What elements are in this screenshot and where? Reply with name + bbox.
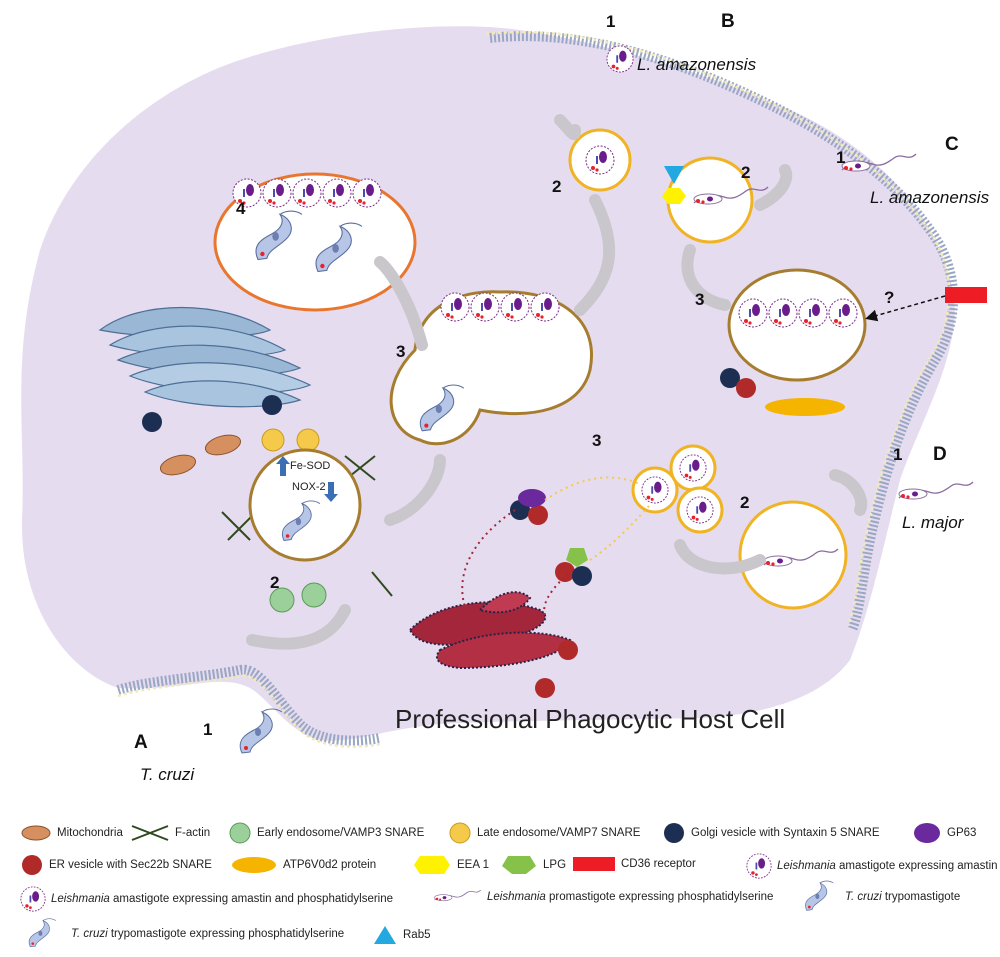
golgi-vesicle	[572, 566, 592, 586]
vacuole-a4	[213, 172, 417, 312]
legend-item-eea1: EEA 1	[412, 854, 489, 876]
trypomastigote-icon	[805, 880, 834, 911]
panel-c-label: C	[945, 134, 959, 155]
rab5-icon	[664, 166, 684, 184]
golgi-apparatus	[98, 306, 312, 408]
mitochondria	[159, 434, 242, 476]
legend-item-golgi-vesicle: Golgi vesicle with Syntaxin 5 SNARE	[662, 822, 880, 844]
er-vesicle	[736, 378, 756, 398]
legend-item-gp63: GP63	[912, 822, 976, 844]
golgi-vesicle	[262, 395, 282, 415]
legend-item-trypo: T. cruzi trypomastigote	[800, 880, 960, 914]
transport-path-2	[544, 476, 641, 501]
f-actin-icon	[131, 825, 169, 841]
question-mark: ?	[884, 288, 894, 307]
atp6v0d2-icon	[232, 857, 276, 873]
up-arrow-icon	[276, 456, 290, 476]
er-vesicle	[535, 678, 555, 698]
legend-item-amastigote-ps: Leishmania amastigote expressing amastin…	[20, 886, 393, 912]
step-c3: 3	[695, 290, 704, 309]
legend-item-atp6v0d2: ATP6V0d2 protein	[230, 856, 376, 874]
step-b2: 2	[552, 177, 561, 196]
late-endosome	[296, 428, 320, 452]
legend-item-rab5: Rab5	[372, 924, 431, 946]
early-endosome	[269, 587, 295, 613]
diagram-canvas: Fe-SOD NOX-2 ?	[21, 11, 990, 784]
species-d-label: L. major	[902, 513, 965, 532]
promastigote-icon	[434, 889, 482, 902]
legend-item-lpg: LPG	[500, 854, 566, 876]
rab5-icon	[374, 926, 396, 944]
late-endosome-icon	[449, 822, 471, 844]
panel-d-label: D	[933, 444, 947, 465]
atp6v0d2-protein	[765, 398, 845, 416]
legend-item-er-vesicle: ER vesicle with Sec22b SNARE	[20, 854, 212, 876]
cd36-arrow	[865, 295, 946, 322]
amastigote-icon	[746, 853, 772, 879]
legend-item-early-endosome: Early endosome/VAMP3 SNARE	[228, 822, 424, 844]
legend-item-promastigote-ps: Leishmania promastigote expressing phosp…	[432, 886, 773, 908]
gp63-icon	[518, 489, 546, 507]
step-b1: 1	[606, 12, 615, 31]
golgi-vesicle	[142, 412, 162, 432]
cd36-receptor	[945, 287, 987, 303]
lpg-icon	[502, 856, 536, 874]
transition-arrows	[246, 114, 868, 650]
down-arrow-icon	[324, 482, 338, 502]
step-a2: 2	[270, 573, 279, 592]
mitochondria-icon	[21, 825, 51, 841]
step-c1: 1	[836, 148, 845, 167]
legend-item-factin: F-actin	[130, 824, 210, 842]
early-endosome-icon	[229, 822, 251, 844]
endoplasmic-reticulum	[408, 591, 572, 670]
er-vesicle	[528, 505, 548, 525]
step-d2: 2	[740, 493, 749, 512]
panel-b-label: B	[721, 11, 735, 32]
amastigote-ps-icon	[20, 886, 46, 912]
step-a1: 1	[203, 720, 212, 739]
diagram-title: Professional Phagocytic Host Cell	[395, 704, 785, 734]
vacuole-c3	[727, 268, 867, 382]
trypomastigote-ps-icon	[28, 918, 57, 948]
legend-item-cd36: CD36 receptor	[572, 856, 696, 872]
eea1-icon	[662, 188, 686, 204]
species-b-label: L. amazonensis	[637, 55, 757, 74]
er-vesicle	[555, 562, 575, 582]
species-a-label: T. cruzi	[140, 765, 195, 784]
legend: Mitochondria F-actin Early endosome/VAMP…	[0, 812, 1000, 957]
eea1-icon	[414, 856, 450, 874]
panel-a-label: A	[134, 732, 148, 753]
step-b3: 3	[592, 431, 601, 450]
species-c-label: L. amazonensis	[870, 188, 990, 207]
legend-item-amastigote-amastin: Leishmania amastigote expressing amastin	[746, 853, 998, 879]
step-a4: 4	[236, 199, 246, 218]
transport-path-4	[589, 504, 651, 561]
gp63-icon	[914, 823, 940, 843]
er-vesicle-icon	[22, 855, 42, 875]
legend-item-trypo-ps: T. cruzi trypomastigote expressing phosp…	[20, 918, 344, 950]
vacuole-d2	[738, 500, 848, 610]
step-c2: 2	[741, 163, 750, 182]
early-endosome	[301, 582, 327, 608]
late-endosome	[261, 428, 285, 452]
step-d1: 1	[893, 445, 902, 464]
cell-membrane-bottom	[116, 664, 381, 746]
step-a3: 3	[396, 342, 405, 361]
fe-sod-label: Fe-SOD	[290, 460, 330, 472]
golgi-vesicle	[720, 368, 740, 388]
legend-item-late-endosome: Late endosome/VAMP7 SNARE	[448, 822, 640, 844]
er-vesicle	[558, 640, 578, 660]
lpg-icon	[566, 548, 588, 567]
golgi-vesicle-icon	[664, 823, 684, 843]
legend-item-mitochondria: Mitochondria	[20, 824, 123, 842]
cd36-icon	[573, 857, 615, 871]
nox2-label: NOX-2	[292, 481, 326, 493]
